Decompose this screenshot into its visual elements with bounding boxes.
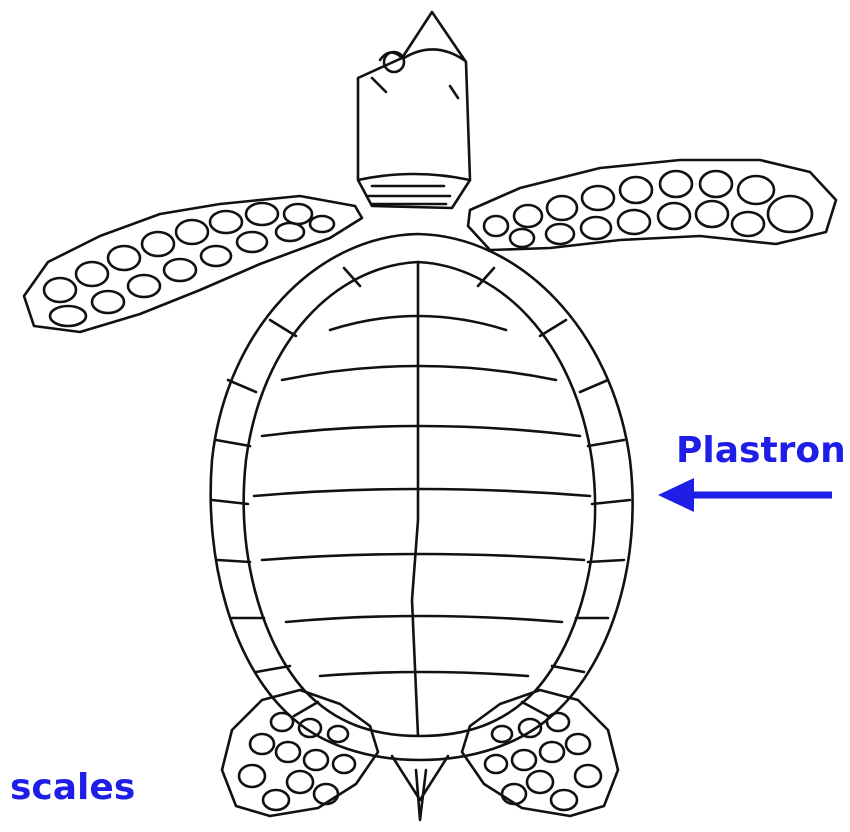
left-arrow-icon: [658, 478, 832, 512]
right-rear-flipper: [462, 690, 618, 816]
turtle-head: [358, 12, 470, 208]
plastron-label: Plastron: [676, 433, 846, 469]
turtle-tail: [392, 756, 448, 820]
scales-label: scales: [10, 770, 135, 806]
right-front-flipper: [468, 160, 836, 250]
left-rear-flipper: [222, 690, 378, 816]
turtle-shell: [211, 234, 633, 760]
